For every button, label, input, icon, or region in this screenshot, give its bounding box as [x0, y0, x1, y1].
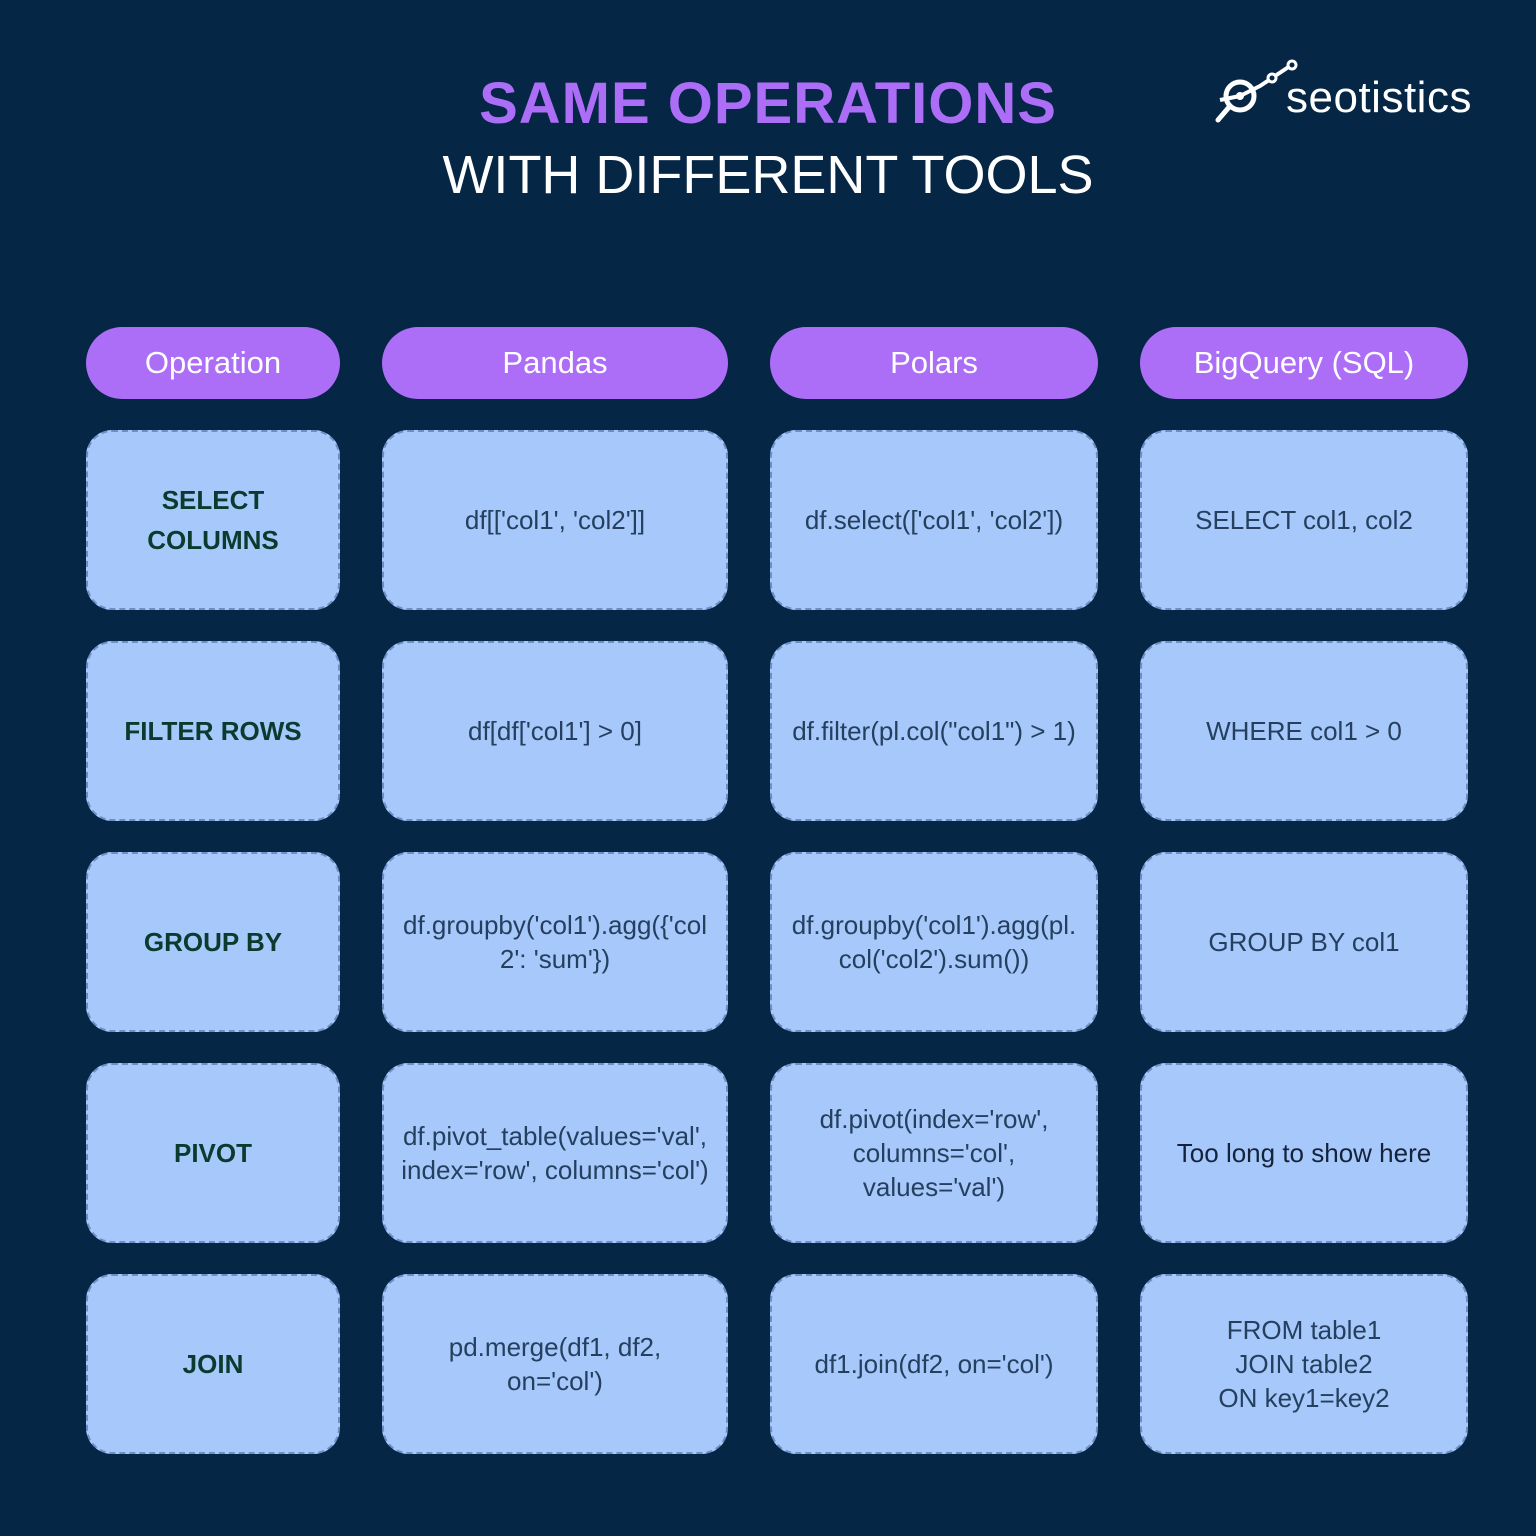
pandas-cell: df[['col1', 'col2']]: [382, 430, 728, 610]
logo-text: seotistics: [1286, 73, 1472, 122]
bigquery-cell: SELECT col1, col2: [1140, 430, 1468, 610]
header-operation: Operation: [86, 327, 340, 399]
chart-magnifier-icon: [1215, 59, 1298, 123]
polars-cell: df1.join(df2, on='col'): [770, 1274, 1098, 1454]
pandas-cell: df.groupby('col1').agg({'col2': 'sum'}): [382, 852, 728, 1032]
operation-cell: SELECT COLUMNS: [86, 430, 340, 610]
bigquery-cell: GROUP BY col1: [1140, 852, 1468, 1032]
logo: seotistics: [1210, 56, 1490, 130]
polars-cell: df.groupby('col1').agg(pl.col('col2').su…: [770, 852, 1098, 1032]
operation-cell: JOIN: [86, 1274, 340, 1454]
header-pandas: Pandas: [382, 327, 728, 399]
header-polars: Polars: [770, 327, 1098, 399]
operation-cell: GROUP BY: [86, 852, 340, 1032]
bigquery-cell: WHERE col1 > 0: [1140, 641, 1468, 821]
title-line-1: SAME OPERATIONS: [479, 71, 1057, 136]
pandas-cell: pd.merge(df1, df2, on='col'): [382, 1274, 728, 1454]
polars-cell: df.filter(pl.col("col1") > 1): [770, 641, 1098, 821]
comparison-table: Operation Pandas Polars BigQuery (SQL) S…: [86, 327, 1504, 1454]
polars-cell: df.select(['col1', 'col2']): [770, 430, 1098, 610]
bigquery-cell: FROM table1 JOIN table2 ON key1=key2: [1140, 1274, 1468, 1454]
pandas-cell: df[df['col1'] > 0]: [382, 641, 728, 821]
operation-cell: PIVOT: [86, 1063, 340, 1243]
header-bigquery: BigQuery (SQL): [1140, 327, 1468, 399]
polars-cell: df.pivot(index='row', columns='col', val…: [770, 1063, 1098, 1243]
bigquery-cell: Too long to show here: [1140, 1063, 1468, 1243]
pandas-cell: df.pivot_table(values='val', index='row'…: [382, 1063, 728, 1243]
operation-cell: FILTER ROWS: [86, 641, 340, 821]
title-line-2: WITH DIFFERENT TOOLS: [442, 145, 1094, 205]
